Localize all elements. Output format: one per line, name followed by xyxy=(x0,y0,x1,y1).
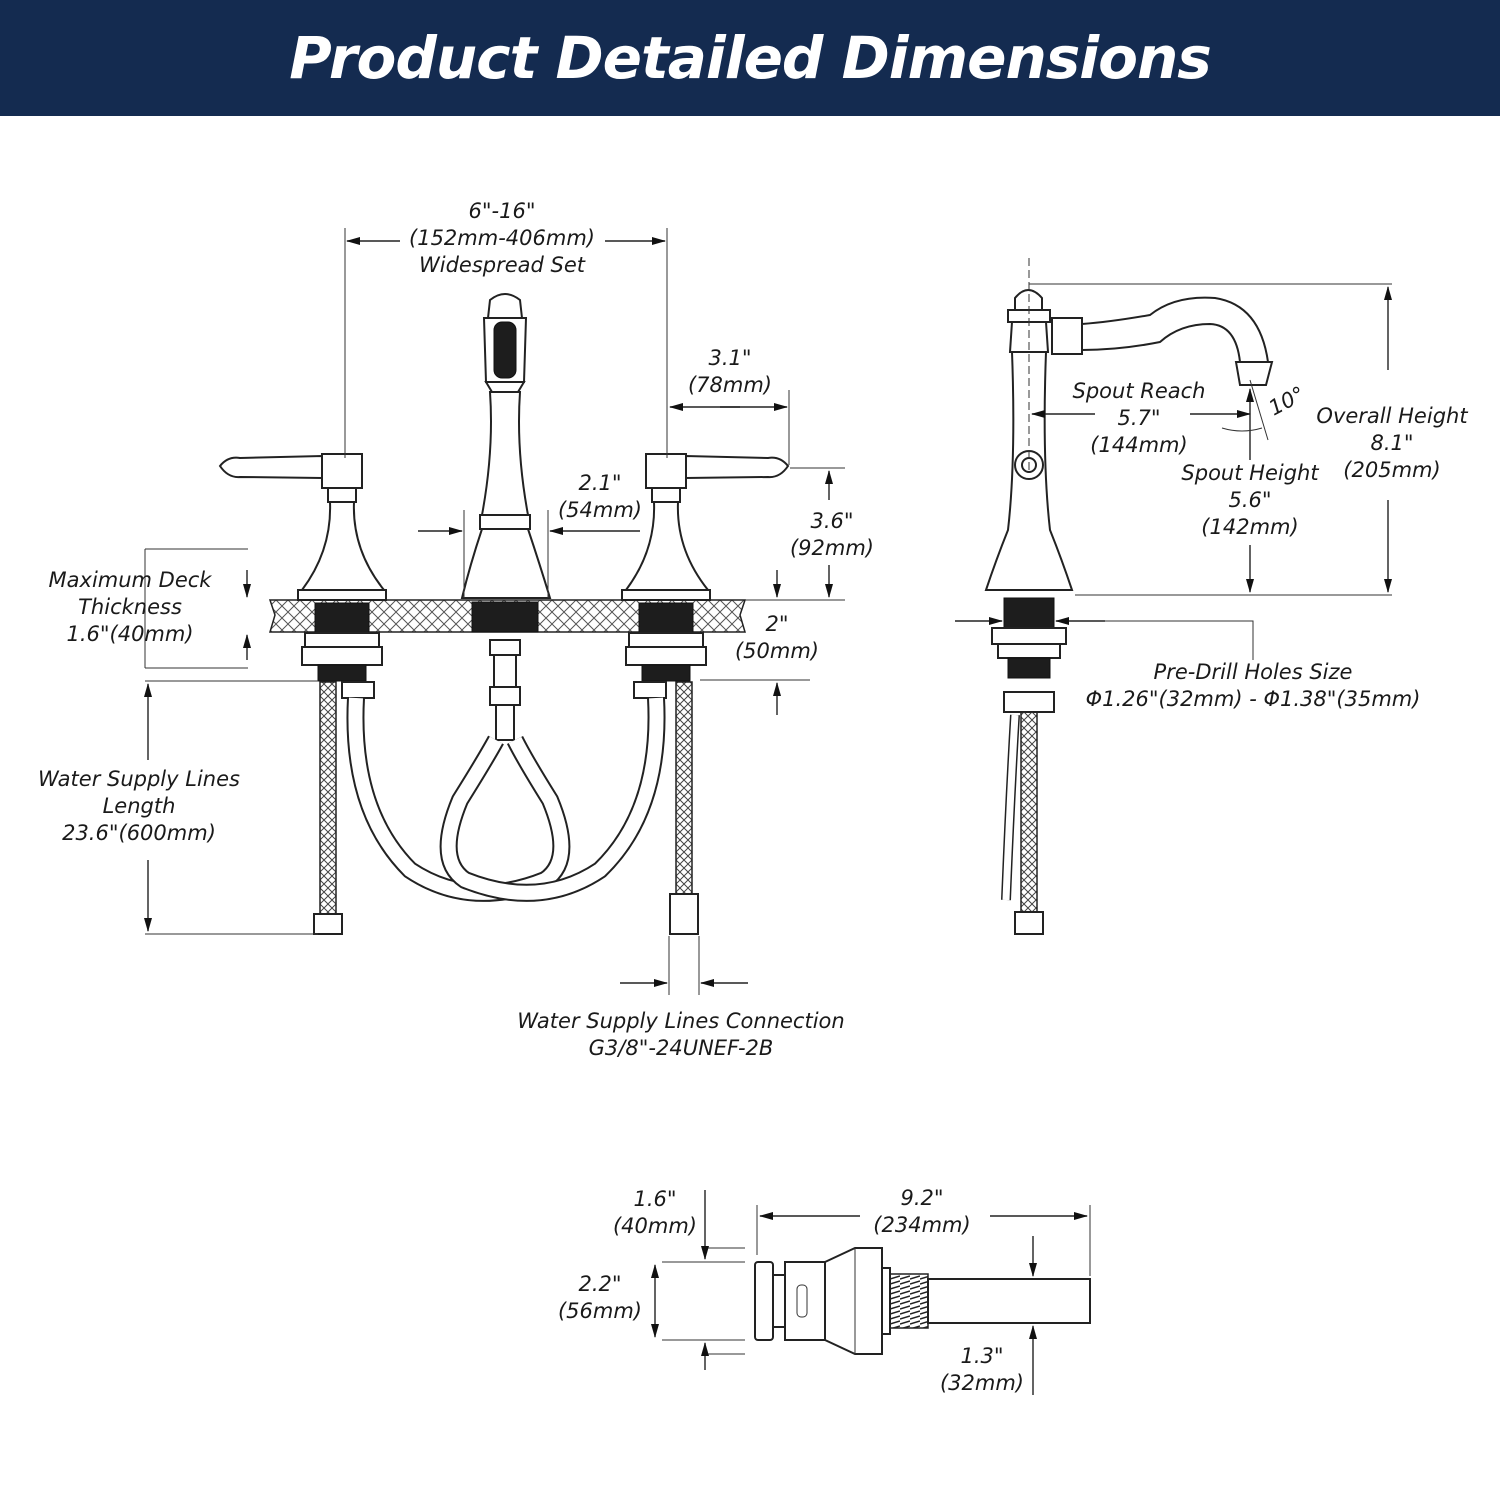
side-dimensions xyxy=(955,258,1392,660)
drain-pipe-label: 1.3"(32mm) xyxy=(939,1344,1025,1395)
technical-drawing xyxy=(144,228,1392,1395)
handle-height-label: 3.6"(92mm) xyxy=(789,509,875,560)
front-dimensions xyxy=(144,228,845,995)
widespread-label: 6"-16"(152mm-406mm)Widespread Set xyxy=(409,199,595,277)
side-view-faucet xyxy=(984,289,1274,935)
drain-dimensions xyxy=(651,1190,1091,1395)
drain-assembly xyxy=(754,1247,1091,1355)
supply-lines xyxy=(313,681,699,935)
spout xyxy=(460,293,552,741)
title-banner: Product Detailed Dimensions xyxy=(0,0,1500,116)
handle-reach-label: 3.1"(78mm) xyxy=(687,346,773,397)
front-view-faucet xyxy=(218,293,790,935)
right-handle xyxy=(621,453,790,699)
left-handle xyxy=(218,453,387,699)
spout-base-label: 2.1"(54mm) xyxy=(557,471,643,522)
shank-length-label: 2"(50mm) xyxy=(734,612,820,663)
drain-cap-label: 1.6"(40mm) xyxy=(612,1187,698,1238)
drain-length-label: 9.2"(234mm) xyxy=(873,1186,971,1237)
page-title: Product Detailed Dimensions xyxy=(289,24,1212,92)
drain-flange-label: 2.2"(56mm) xyxy=(557,1272,643,1323)
